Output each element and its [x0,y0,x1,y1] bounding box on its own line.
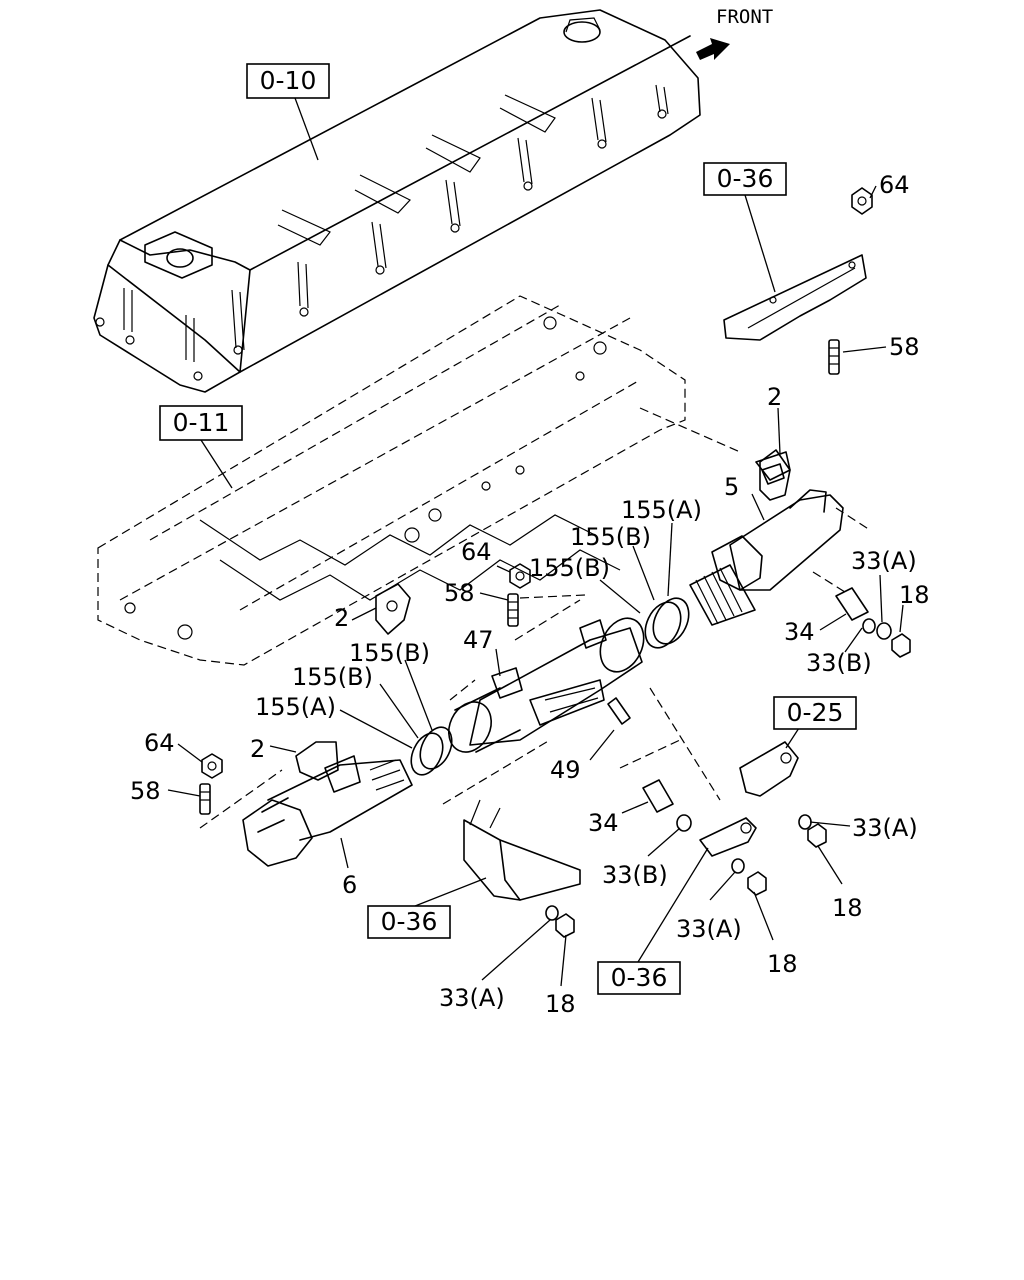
stud-58-upper [828,339,840,375]
callout-155-a: 155(A) [621,496,702,524]
callout-64: 64 [879,171,910,199]
gasket-2-center [375,583,411,635]
callout-155-b: 155(B) [570,523,651,551]
bracket-0-25 [739,741,799,797]
cylinder-head [97,295,686,666]
callout-155-b: 155(B) [292,663,373,691]
callout-64: 64 [144,729,175,757]
washer-33b-lower [676,814,692,832]
stud-58-center [507,593,519,627]
callout-47: 47 [463,626,494,654]
front-label: FRONT [716,6,773,28]
leader-lines [167,97,904,987]
cylinder-head-cover [93,9,701,393]
gasket-2-rear [759,449,791,501]
callout-155-b: 155(B) [529,554,610,582]
callout-33-b: 33(B) [806,649,872,677]
front-arrow-icon [696,38,730,60]
callout-64: 64 [461,538,492,566]
seal-ring-155-upper [644,597,690,649]
callout-34: 34 [784,618,815,646]
bracket-lower-center [699,817,757,857]
stud-49 [607,697,631,725]
ref-box-0-25: 0-25 [773,696,857,730]
nut-64-front [201,753,223,779]
callout-58: 58 [130,777,161,805]
stud-58-front [199,783,211,815]
bracket-lower-left [463,799,581,901]
exhaust-manifold-rear [689,451,844,626]
callout-18: 18 [832,894,863,922]
callout-155-b: 155(B) [349,639,430,667]
callout-49: 49 [550,756,581,784]
callout-33-a: 33(A) [851,547,917,575]
callout-2: 2 [250,735,265,763]
nut-64-upper [851,187,873,215]
ref-box-0-36-upper: 0-36 [703,162,787,196]
callout-18: 18 [767,950,798,978]
callout-33-a: 33(A) [852,814,918,842]
seal-ring-155-lower [410,726,453,776]
washer-nut-set-right [862,618,911,658]
callout-33-a: 33(A) [676,915,742,943]
exhaust-manifold-front [242,755,413,867]
callout-34: 34 [588,809,619,837]
exhaust-manifold-center [448,617,645,753]
ref-box-0-10: 0-10 [246,63,330,99]
heat-shield-bracket [723,254,867,341]
callout-2: 2 [767,383,782,411]
svg-text:0-10: 0-10 [260,66,317,95]
svg-text:0-36: 0-36 [381,907,438,936]
ref-box-0-36-left: 0-36 [367,905,451,939]
washer-nut-set-center [731,858,767,896]
svg-text:0-36: 0-36 [717,164,774,193]
callout-58: 58 [444,579,475,607]
callout-18: 18 [545,990,576,1018]
washer-nut-set-left [545,905,575,938]
callout-5: 5 [724,473,739,501]
spacer-34-lower [642,779,674,813]
ref-box-0-11: 0-11 [159,405,243,441]
callout-33-a: 33(A) [439,984,505,1012]
ref-box-0-36-bottom: 0-36 [597,961,681,995]
nut-64-center [509,563,531,589]
svg-text:0-36: 0-36 [611,963,668,992]
washer-nut-set-0-25 [798,814,827,848]
svg-text:0-25: 0-25 [787,698,844,727]
spacer-34-upper [835,587,869,621]
callout-58: 58 [889,333,920,361]
callout-labels: 64 58 2 5 155(A) 155(B) 155(B) 64 58 33(… [130,171,930,1018]
callout-6: 6 [342,871,357,899]
callout-18: 18 [899,581,930,609]
callout-33-b: 33(B) [602,861,668,889]
gasket-2-front [295,741,339,781]
callout-155-a: 155(A) [255,693,336,721]
svg-text:0-11: 0-11 [173,408,230,437]
callout-2: 2 [334,604,349,632]
